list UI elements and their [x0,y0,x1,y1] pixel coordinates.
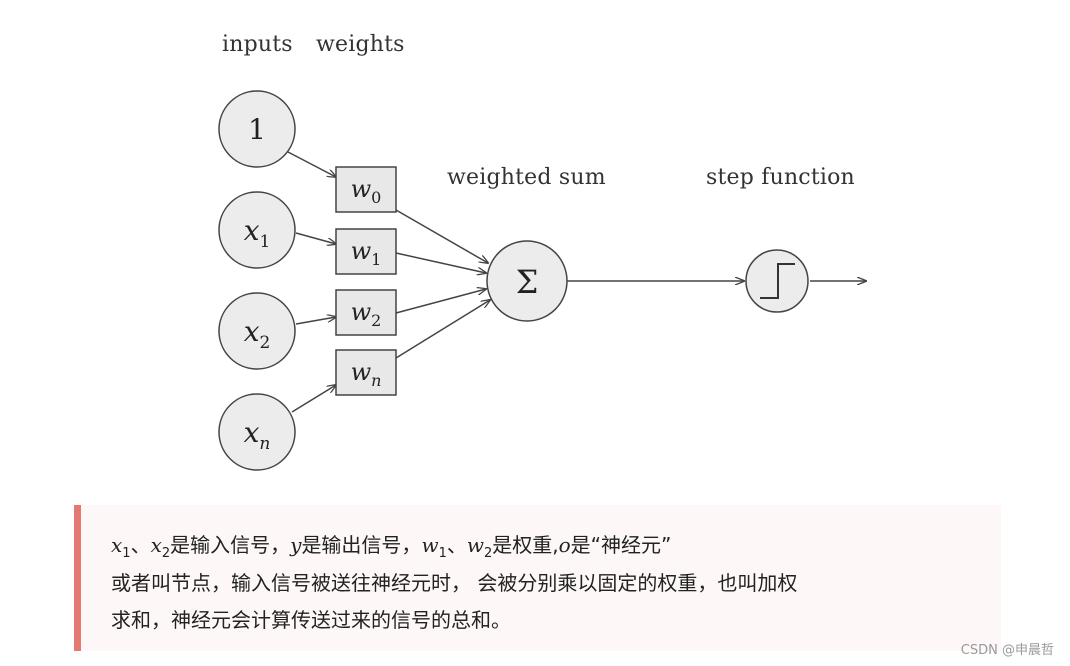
svg-text:xn: xn [244,416,271,454]
watermark: CSDN @申晨哲 [960,643,1054,658]
edge-input0-weight0 [287,151,336,177]
weighted-sum-heading: weighted sum [447,165,606,190]
step-function-heading: step function [706,165,855,190]
svg-text:x1: x1 [244,214,271,252]
step-function-node [745,249,809,313]
input-node-1: x1 [218,191,296,269]
inputs-heading: inputs [222,32,293,57]
weights-heading: weights [316,32,405,57]
weight-box-2: w2 [335,289,397,336]
svg-text:w0: w0 [351,175,382,207]
edge-input3-weight3 [291,385,336,413]
input-node-0: 1 [218,90,296,168]
svg-text:wn: wn [351,358,382,390]
svg-text:w2: w2 [351,298,382,330]
edge-weight1-sum [395,252,486,273]
svg-text:1: 1 [248,113,266,146]
edge-weight2-sum [395,289,486,314]
edge-input2-weight2 [295,317,336,325]
edge-input1-weight1 [295,232,336,244]
explanation-line-1: x1、x2是输入信号，y是输出信号，w1、w2是权重,o是“神经元” [111,533,672,561]
svg-text:w1: w1 [351,237,382,269]
weight-box-3: wn [335,349,397,396]
edge-weight3-sum [395,300,490,359]
perceptron-diagram: 1 x1 x2 xn w0 w1 w2 wn Σ [218,90,1070,471]
svg-text:x2: x2 [244,315,271,353]
input-node-2: x2 [218,292,296,370]
input-node-3: xn [218,393,296,471]
explanation-line-3: 求和，神经元会计算传送过来的信号的总和。 [111,608,511,632]
sigma-symbol: Σ [516,263,539,301]
step-function-icon [760,263,795,299]
explanation-line-2: 或者叫节点，输入信号被送往神经元时， 会被分别乘以固定的权重，也叫加权 [111,571,798,595]
explanation-quote: x1、x2是输入信号，y是输出信号，w1、w2是权重,o是“神经元” 或者叫节点… [74,505,1001,651]
edge-weight0-sum [395,209,488,263]
weight-box-1: w1 [335,228,397,275]
sum-node: Σ [486,240,568,322]
weight-box-0: w0 [335,166,397,213]
